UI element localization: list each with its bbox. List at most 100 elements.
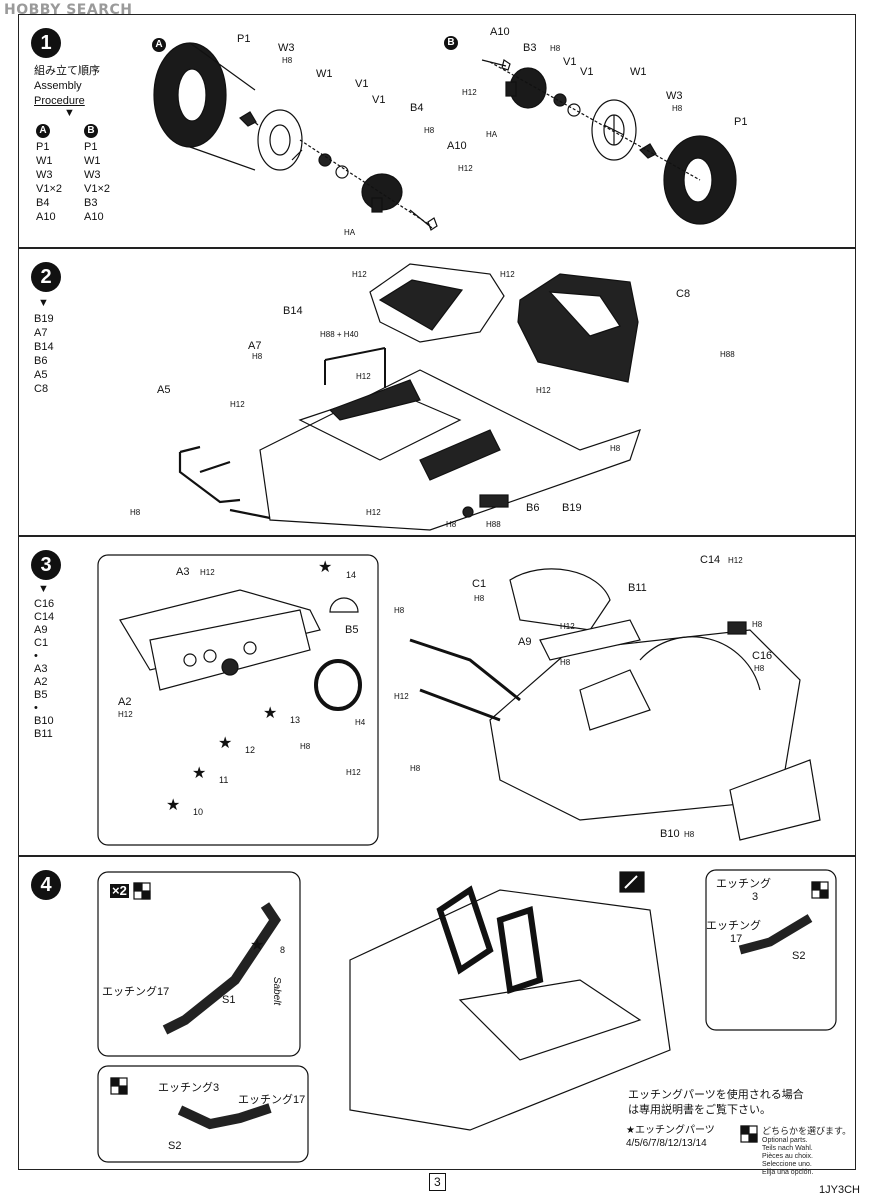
part-label: B10 [660, 828, 680, 840]
glue-tag: H8 [300, 742, 311, 751]
glue-tag: H12 [728, 556, 743, 565]
part-label: B11 [628, 582, 647, 594]
page-number: 3 [429, 1173, 446, 1191]
decal-star-icon: ★ [263, 705, 278, 722]
decal-outline-icon [329, 597, 359, 613]
glue-tag: H8 [394, 606, 405, 615]
part-label: C16 [752, 650, 773, 662]
part-label: V1 [580, 66, 594, 78]
variant-a-marker: A [152, 38, 166, 52]
step2-number: 2 [31, 262, 61, 292]
step3-number: 3 [31, 550, 61, 580]
glue-tag: H8 [446, 520, 457, 529]
part-label: W3 [278, 42, 295, 54]
optional-parts-icon [740, 1125, 758, 1143]
etching-inset [705, 869, 837, 1031]
part-label: V1 [355, 78, 369, 90]
panel-b11-icon [539, 619, 641, 661]
bolt-a10-icon [409, 209, 438, 231]
part-label: A10 [447, 140, 467, 152]
panel-b10-icon [729, 759, 821, 841]
decal-star-icon: ★ [218, 735, 233, 752]
chassis-b19-icon [259, 369, 641, 531]
knife-icon [619, 871, 645, 893]
rollbar-a5-icon [178, 445, 271, 520]
part-label: B14 [283, 305, 303, 317]
seatbelt-s1-icon [162, 902, 282, 1035]
part-label: P1 [237, 33, 251, 45]
glue-tag: H12 [366, 508, 381, 517]
glue-tag: H8 [252, 352, 263, 361]
decal-number: 11 [219, 775, 229, 785]
glue-tag: H12 [200, 568, 215, 577]
glue-tag: H8 [752, 620, 763, 629]
glue-tag: H12 [230, 400, 245, 409]
wheel-icon [249, 109, 303, 171]
glue-tag: H12 [458, 164, 473, 173]
part-label: S2 [168, 1140, 182, 1152]
glue-tag: H12 [346, 768, 361, 777]
dashboard-inset [97, 554, 379, 846]
part-label: A10 [490, 26, 510, 38]
glue-tag: H12 [118, 710, 133, 719]
decal-text: Sabelt [271, 976, 283, 1006]
glue-tag: H12 [394, 692, 409, 701]
part-label: B3 [523, 42, 537, 54]
glue-tag: H88 [486, 520, 501, 529]
washer-icon [318, 153, 332, 167]
glue-tag: H8 [684, 830, 695, 839]
glue-tag: H8 [282, 56, 293, 65]
glue-tag: H8 [550, 44, 561, 53]
etching-parts-list: ★エッチングパーツ 4/5/6/7/8/12/13/14 [626, 1125, 715, 1149]
pump-b6-icon [462, 494, 509, 518]
part-label: V1 [563, 56, 577, 68]
bolt-a10-icon [481, 59, 511, 71]
decal-star-icon: ★ [318, 559, 333, 576]
part-label: W3 [666, 90, 683, 102]
optional-parts-note: どちらかを選びます。 Optional parts. Teils nach Wa… [762, 1126, 852, 1176]
step2-panel [18, 248, 856, 536]
seatbelt-s2-icon [177, 1103, 272, 1130]
glue-tag: H8 [610, 444, 621, 453]
gauge-icon [203, 649, 217, 663]
part-label: エッチング [716, 878, 771, 890]
part-label: B6 [526, 502, 540, 514]
badge-b: B [84, 123, 98, 138]
step4-panel [18, 856, 856, 1170]
arrow-down-icon: ▼ [38, 583, 49, 595]
steering-column-a9-icon [409, 638, 521, 722]
part-label: 17 [730, 933, 743, 945]
seatbelt-s2-icon [738, 914, 813, 955]
gauge-icon [243, 641, 257, 655]
optional-parts-icon [811, 881, 829, 899]
decal-number: 12 [245, 745, 256, 755]
part-label: B5 [345, 624, 359, 636]
glue-tag: H8 [424, 126, 435, 135]
glue-tag: H12 [352, 270, 367, 279]
step1-number: 1 [31, 28, 61, 58]
step3-panel [18, 536, 856, 856]
sequence-title-en: Procedure [34, 95, 85, 107]
decal-number: 13 [290, 715, 301, 725]
glue-tag: H12 [500, 270, 515, 279]
part-label: エッチング17 [238, 1094, 306, 1106]
mirror-c16-icon [727, 621, 747, 635]
optional-parts-icon [133, 882, 151, 900]
decal-number: 14 [346, 570, 357, 580]
part-label: A7 [248, 340, 262, 352]
document-code: 1JY3CH [819, 1184, 860, 1196]
part-label: W1 [630, 66, 647, 78]
part-label: C8 [676, 288, 691, 300]
tire-icon [153, 42, 256, 171]
washer-icon [553, 93, 567, 107]
decal-number: 8 [280, 945, 286, 955]
decal-star-icon: ★ [250, 937, 265, 954]
gauge-icon [183, 653, 197, 667]
glue-tag: H8 [474, 594, 485, 603]
glue-tag: HA [344, 228, 356, 237]
seatbelt-s2-inset [97, 1065, 309, 1163]
